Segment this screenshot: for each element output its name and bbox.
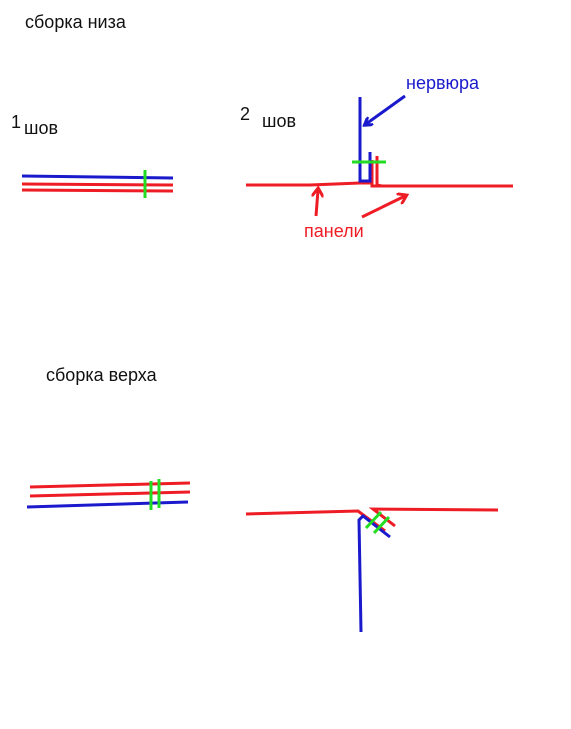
seam2-number: 2	[240, 104, 251, 124]
seam1-panel-line-1	[21, 182, 174, 187]
seam2-diagram	[246, 94, 513, 219]
top-right-stitch-1	[364, 510, 383, 530]
seam1-label: шов	[24, 118, 59, 138]
panels-arrow-right	[361, 196, 405, 219]
panels-label: панели	[304, 221, 364, 241]
seam2-rib	[358, 97, 372, 183]
top-right-rib	[357, 514, 391, 633]
top-assembly-title: сборка верха	[46, 365, 157, 385]
top-seam-left-diagram	[26, 479, 191, 510]
top-right-panel-right	[368, 507, 499, 528]
seam1-rib-line	[21, 174, 174, 180]
rib-arrow	[366, 94, 406, 124]
top-right-panel-left	[245, 509, 386, 533]
seam2-label: шов	[262, 111, 297, 131]
seam2-panel-right	[370, 160, 513, 188]
top-seam-right-diagram	[245, 507, 499, 633]
seam1-number: 1	[11, 112, 22, 132]
seam2-panel-flange	[375, 156, 383, 188]
bottom-assembly-title: сборка низа	[25, 12, 126, 32]
top-left-panel-line-2	[29, 490, 191, 498]
seam2-panel-left	[246, 181, 372, 187]
panels-arrow-left	[316, 190, 318, 217]
top-right-stitch-2	[372, 515, 391, 535]
rib-label: нервюра	[406, 73, 480, 93]
top-left-panel-line-1	[29, 481, 191, 489]
seam1-panel-line-2	[21, 188, 174, 193]
top-left-rib-line	[26, 500, 189, 509]
seam1-diagram	[21, 170, 174, 198]
